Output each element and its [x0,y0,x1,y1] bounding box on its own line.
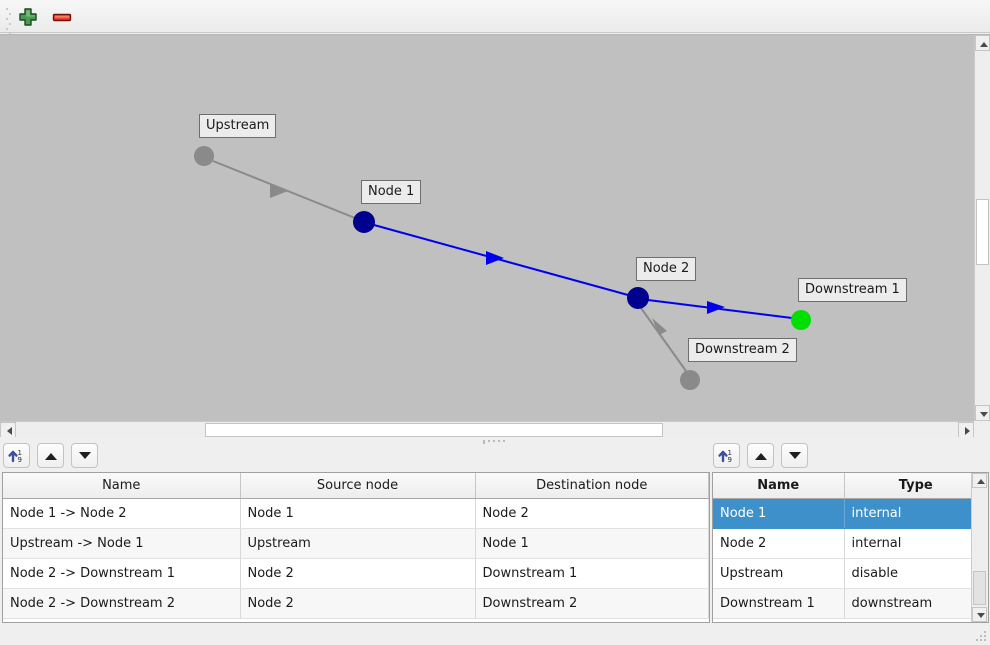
graph-label-node-1[interactable]: Node 1 [361,180,422,204]
table-row[interactable]: Node 1 -> Node 2 Node 1 Node 2 [3,498,709,529]
cell-type[interactable]: internal [844,498,988,529]
status-bar [0,625,990,645]
chevron-down-icon [977,613,985,618]
scroll-down-button[interactable] [975,405,990,421]
graph-horizontal-scroll-thumb[interactable] [205,423,663,437]
edges-toolbar: 1 9 [3,443,105,468]
svg-text:1: 1 [728,449,732,457]
table-row[interactable]: Node 2 internal [713,528,988,559]
triangle-up-icon [44,452,57,460]
cell-name[interactable]: Upstream [713,558,845,589]
column-header-source-node[interactable]: Source node [240,473,476,499]
cell-source-node[interactable]: Node 2 [240,558,476,589]
graph-node-downstream-1[interactable] [791,310,811,330]
cell-name[interactable]: Upstream -> Node 1 [3,528,241,559]
splitter-handle-dots [483,440,509,444]
graph-canvas[interactable]: Upstream Node 1 Node 2 Downstream 1 Down… [0,35,974,421]
triangle-down-icon [78,451,91,459]
triangle-up-icon [754,452,767,460]
table-header-row: Name Source node Destination node [3,473,709,499]
cell-name[interactable]: Node 2 -> Downstream 2 [3,588,241,619]
panel-splitter[interactable] [0,437,990,445]
table-row[interactable]: Downstream 1 downstream [713,588,988,619]
table-header-row: Name Type [713,473,988,499]
main-toolbar [0,0,990,35]
edges-move-up-button[interactable] [37,443,64,468]
scroll-right-button[interactable] [958,422,974,438]
edges-table: Name Source node Destination node Node 1… [3,473,709,619]
cell-name[interactable]: Node 2 [713,528,845,559]
graph-node-node-1[interactable] [353,211,375,233]
nodes-move-up-button[interactable] [747,443,774,468]
cell-destination-node[interactable]: Downstream 1 [475,558,709,589]
chevron-left-icon [7,427,12,435]
add-node-button[interactable] [16,5,40,29]
scroll-up-button[interactable] [975,35,990,51]
graph-vertical-scroll-thumb[interactable] [976,199,989,265]
toolbar-drag-grip[interactable] [6,8,11,35]
cell-name[interactable]: Downstream 1 [713,588,845,619]
cell-destination-node[interactable]: Node 1 [475,528,709,559]
graph-label-upstream[interactable]: Upstream [199,114,277,138]
scroll-up-button[interactable] [972,473,987,488]
graph-edges [212,160,793,372]
table-row[interactable]: Upstream disable [713,558,988,589]
cell-type[interactable]: internal [844,528,988,559]
edges-move-down-button[interactable] [71,443,98,468]
graph-label-downstream-2[interactable]: Downstream 2 [688,338,797,362]
graph-node-upstream[interactable] [194,146,214,166]
green-plus-icon [19,8,37,26]
svg-text:1: 1 [18,449,22,457]
chevron-up-icon [977,479,985,484]
graph-node-node-2[interactable] [627,287,649,309]
graph-node-downstream-2[interactable] [680,370,700,390]
sort-ascending-icon: 1 9 [8,449,22,464]
graph-label-downstream-1[interactable]: Downstream 1 [798,278,907,302]
cell-source-node[interactable]: Node 2 [240,588,476,619]
nodes-table-vertical-scrollbar[interactable] [971,473,988,622]
nodes-toolbar: 1 9 [713,443,815,468]
graph-scroll-corner [974,421,990,438]
table-row[interactable]: Node 1 internal [713,498,988,529]
graph-panel: Upstream Node 1 Node 2 Downstream 1 Down… [0,34,990,438]
cell-type[interactable]: downstream [844,588,988,619]
triangle-down-icon [788,451,801,459]
nodes-table-scroll-thumb[interactable] [973,571,986,605]
edges-sort-button[interactable]: 1 9 [3,443,30,468]
cell-name[interactable]: Node 1 -> Node 2 [3,498,241,529]
cell-type[interactable]: disable [844,558,988,589]
nodes-table: Name Type Node 1 internal Node 2 interna… [713,473,988,619]
svg-text:9: 9 [728,456,732,464]
table-row[interactable]: Node 2 -> Downstream 2 Node 2 Downstream… [3,588,709,619]
scroll-down-button[interactable] [972,607,987,622]
nodes-move-down-button[interactable] [781,443,808,468]
column-header-type[interactable]: Type [844,473,988,499]
scroll-left-button[interactable] [0,422,16,438]
graph-horizontal-scrollbar[interactable] [0,421,974,438]
edges-table-container: Name Source node Destination node Node 1… [2,472,710,623]
cell-source-node[interactable]: Upstream [240,528,476,559]
cell-source-node[interactable]: Node 1 [240,498,476,529]
cell-name[interactable]: Node 2 -> Downstream 1 [3,558,241,589]
column-header-name[interactable]: Name [3,473,241,499]
window-resize-grip[interactable] [976,631,987,642]
svg-text:9: 9 [18,456,22,464]
column-header-destination-node[interactable]: Destination node [475,473,709,499]
nodes-table-container: Name Type Node 1 internal Node 2 interna… [712,472,989,623]
remove-node-button[interactable] [50,5,74,29]
red-minus-icon [52,13,72,22]
cell-destination-node[interactable]: Downstream 2 [475,588,709,619]
sort-ascending-icon: 1 9 [718,449,732,464]
table-row[interactable]: Node 2 -> Downstream 1 Node 2 Downstream… [3,558,709,589]
chevron-right-icon [965,427,970,435]
chevron-down-icon [980,412,988,417]
column-header-name[interactable]: Name [713,473,845,499]
chevron-up-icon [980,42,988,47]
nodes-sort-button[interactable]: 1 9 [713,443,740,468]
graph-vertical-scrollbar[interactable] [974,35,990,421]
cell-destination-node[interactable]: Node 2 [475,498,709,529]
graph-label-node-2[interactable]: Node 2 [636,257,697,281]
cell-name[interactable]: Node 1 [713,498,845,529]
table-row[interactable]: Upstream -> Node 1 Upstream Node 1 [3,528,709,559]
